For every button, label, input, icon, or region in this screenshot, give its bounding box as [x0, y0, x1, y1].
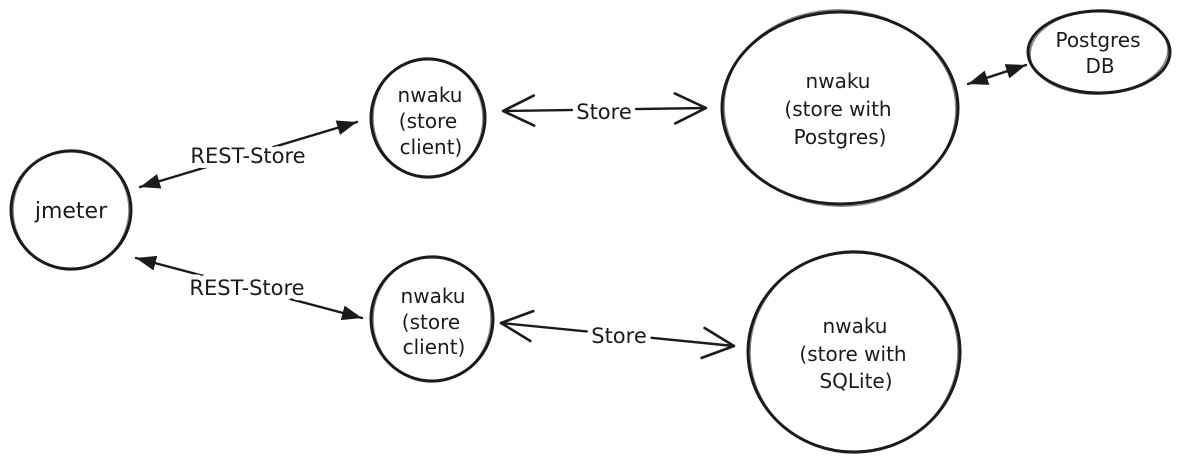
jmeter-label: jmeter	[34, 199, 108, 224]
jmeter-ellipse-overdraw	[12, 149, 130, 271]
node-store-postgres: nwaku (store with Postgres)	[720, 9, 960, 207]
edge-postgres-db-link	[966, 63, 1028, 86]
jmeter-ellipse	[9, 149, 133, 271]
store-postgres-ellipse	[720, 10, 960, 206]
edge-rest-store-top-line	[138, 120, 359, 189]
store-client-top-label-line3: client)	[400, 135, 463, 159]
store-client-bottom-label-line3: client)	[403, 335, 466, 359]
node-postgres-db: Postgres DB	[1026, 9, 1172, 95]
store-postgres-label-line1: nwaku	[806, 69, 871, 93]
store-postgres-label-line2: (store with	[784, 97, 891, 121]
edge-store-top-label: Store	[576, 100, 632, 124]
node-jmeter: jmeter	[9, 149, 133, 271]
node-store-client-bottom: nwaku (store client)	[369, 255, 495, 383]
edge-store-top: Store	[501, 92, 708, 129]
store-client-bottom-label-line1: nwaku	[401, 284, 466, 308]
store-sqlite-ellipse	[746, 250, 962, 454]
node-store-client-top: nwaku (store client)	[369, 57, 487, 179]
edge-postgres-db-link-line	[966, 63, 1028, 86]
store-client-top-label-line1: nwaku	[398, 83, 463, 107]
postgres-db-label-line2: DB	[1085, 54, 1114, 78]
store-client-bottom-ellipse-overdraw	[372, 255, 492, 383]
edge-rest-store-bottom-label: REST-Store	[189, 276, 304, 300]
edge-rest-store-top: REST-Store	[138, 120, 359, 189]
postgres-db-ellipse-overdraw	[1029, 9, 1169, 95]
store-client-top-ellipse-overdraw	[372, 57, 484, 179]
postgres-db-label-line1: Postgres	[1055, 28, 1140, 52]
edge-store-bottom-line	[499, 309, 736, 360]
store-sqlite-ellipse-overdraw	[749, 250, 959, 454]
edge-store-bottom-label: Store	[591, 324, 647, 348]
edge-rest-store-bottom: REST-Store	[134, 255, 364, 321]
edge-store-top-line	[501, 92, 708, 127]
store-client-top-ellipse	[369, 57, 487, 179]
store-postgres-label-line3: Postgres)	[794, 125, 887, 149]
store-client-top-label-line2: (store	[399, 109, 457, 133]
node-store-sqlite: nwaku (store with SQLite)	[746, 250, 962, 454]
edge-rest-store-top-label: REST-Store	[190, 144, 305, 168]
store-sqlite-label-line2: (store with	[799, 342, 906, 366]
store-sqlite-label-line3: SQLite)	[819, 369, 892, 393]
store-sqlite-label-line1: nwaku	[823, 314, 888, 338]
store-client-bottom-ellipse	[369, 255, 495, 383]
edge-store-bottom: Store	[499, 309, 736, 360]
edge-rest-store-bottom-line	[134, 255, 364, 321]
postgres-db-ellipse	[1026, 9, 1172, 95]
store-postgres-ellipse-overdraw	[723, 9, 957, 207]
store-client-bottom-label-line2: (store	[402, 310, 460, 334]
